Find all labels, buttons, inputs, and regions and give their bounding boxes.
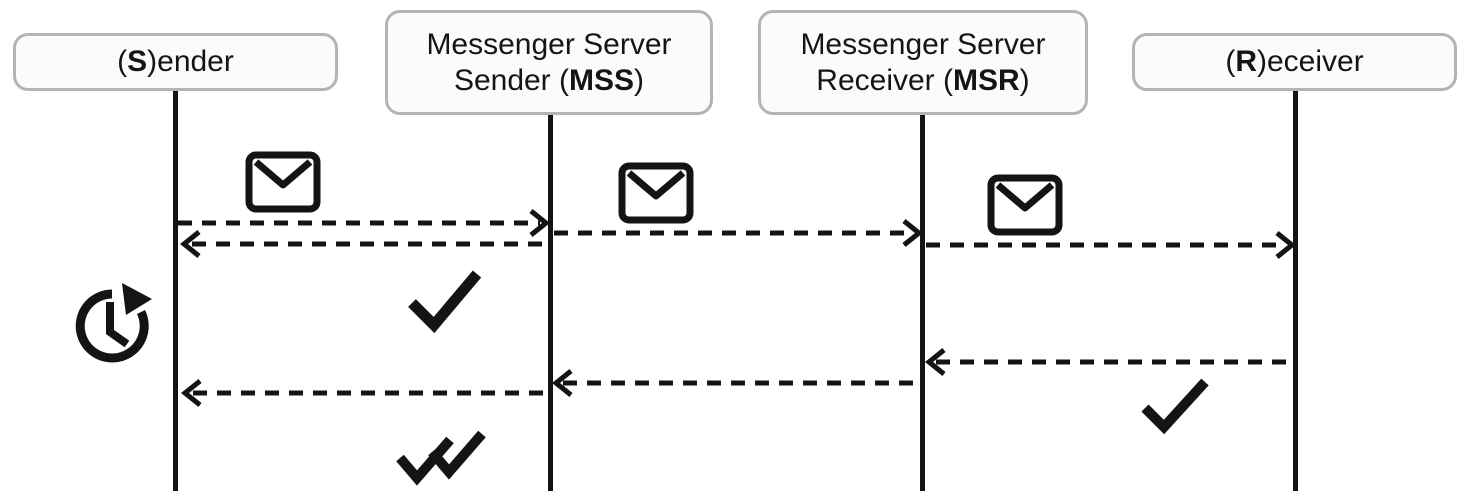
actor-label-mss: Messenger Server Sender (MSS) [426,27,672,97]
envelope-icon [245,151,321,213]
actor-box-sender: (S)ender [13,33,338,91]
arrow-sender-to-mss [178,209,551,237]
envelope-icon [987,174,1063,236]
double-check-icon [396,430,486,486]
actor-box-mss: Messenger Server Sender (MSS) [385,10,713,115]
clock-retry-icon [75,283,152,363]
check-icon [408,270,482,334]
arrow-mss-to-sender-ack1 [179,230,549,258]
arrow-mss-to-msr [554,219,924,247]
arrow-receiver-to-msr-ack [924,348,1293,376]
arrow-msr-to-mss-ack [551,369,919,397]
actor-label-sender: (S)ender [117,45,234,78]
check-icon [1141,378,1209,435]
actor-label-receiver: (R)eceiver [1225,45,1364,78]
actor-box-msr: Messenger Server Receiver (MSR) [758,10,1088,115]
actor-box-receiver: (R)eceiver [1132,33,1457,91]
actor-label-msr: Messenger Server Receiver (MSR) [800,27,1046,97]
arrow-msr-to-receiver [926,231,1297,259]
envelope-icon [618,162,694,224]
arrow-mss-to-sender-ack2 [180,379,549,407]
